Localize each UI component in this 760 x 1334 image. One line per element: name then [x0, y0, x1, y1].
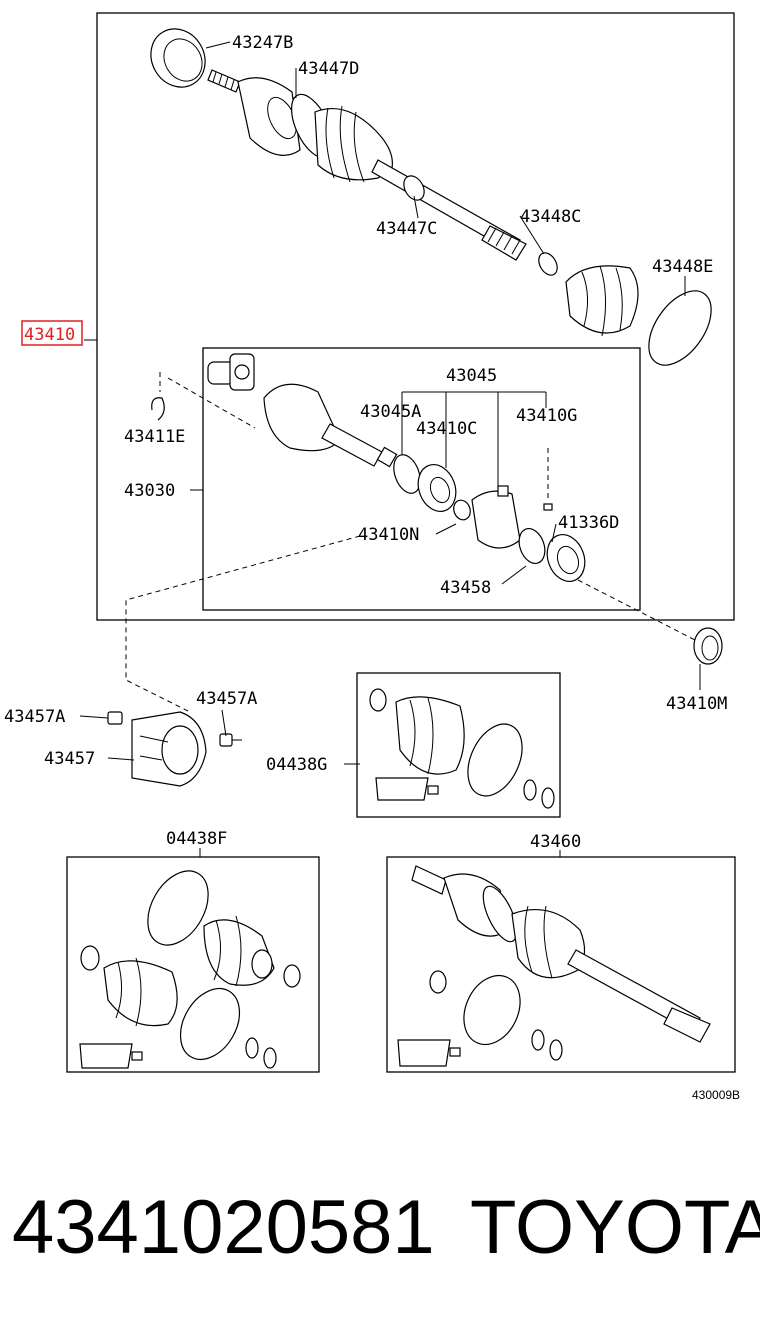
callout-43410C: 43410C	[416, 419, 477, 439]
leader-lines	[79, 41, 701, 857]
callout-43457: 43457	[44, 749, 95, 769]
dust-cover-drawing	[577, 579, 723, 665]
callout-43447C: 43447C	[376, 219, 437, 239]
boot-kit-04438f-drawing	[79, 870, 301, 1069]
callout-41336D: 41336D	[558, 513, 619, 533]
callout-43410M: 43410M	[666, 694, 727, 714]
callout-04438F: 04438F	[166, 829, 227, 849]
callout-43410N: 43410N	[358, 525, 419, 545]
callout-43457A-right: 43457A	[196, 689, 257, 709]
callout-43030: 43030	[124, 481, 175, 501]
callout-43045: 43045	[446, 366, 497, 386]
callout-43411E: 43411E	[124, 427, 185, 447]
kit-frame-43460	[386, 856, 736, 1073]
assembly-frame-43410	[96, 12, 735, 621]
callout-43458: 43458	[440, 578, 491, 598]
shaft-assembly-43460-drawing	[397, 865, 711, 1067]
boot-kit-04438g-drawing	[369, 688, 555, 809]
kit-frame-04438g	[356, 672, 561, 818]
callout-43410G: 43410G	[516, 406, 577, 426]
outboard-joint-drawing	[150, 28, 712, 366]
callout-43410[interactable]: 43410	[24, 325, 75, 345]
callout-04438G: 04438G	[266, 755, 327, 775]
callout-43448E: 43448E	[652, 257, 713, 277]
callout-43045A: 43045A	[360, 402, 421, 422]
callout-43448C: 43448C	[520, 207, 581, 227]
bracket-drawing	[107, 535, 361, 787]
callout-43447D: 43447D	[298, 59, 359, 79]
subassembly-frame-43030	[202, 347, 641, 611]
part-number: 4341020581	[12, 1185, 435, 1270]
callout-43247B: 43247B	[232, 33, 293, 53]
callout-43460: 43460	[530, 832, 581, 852]
kit-frame-04438f	[66, 856, 320, 1073]
figure-code: 430009B	[692, 1088, 740, 1102]
highlight-box-43410	[21, 320, 83, 346]
brand-name: TOYOTA	[470, 1185, 760, 1270]
callout-43457A-left: 43457A	[4, 707, 65, 727]
inboard-joint-drawing	[151, 353, 586, 582]
